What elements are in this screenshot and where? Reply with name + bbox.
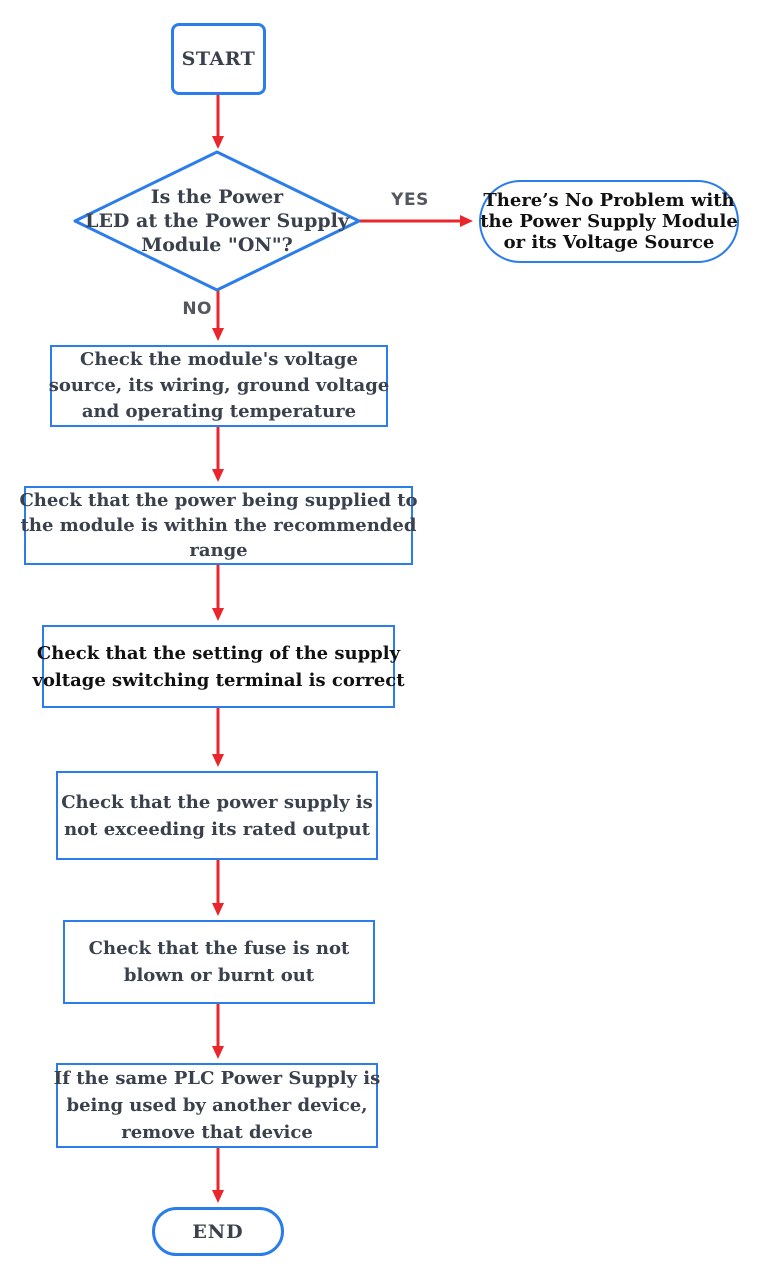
step-node-5: Check that the fuse is not blown or burn…	[63, 920, 375, 1004]
step-node-6: If the same PLC Power Supply is being us…	[53, 1063, 381, 1148]
step-text-line: Check the module's voltage	[80, 349, 358, 370]
end-node: END	[152, 1207, 284, 1256]
step-node-1: Check the module's voltage source, its w…	[48, 345, 390, 427]
step-text-line: If the same PLC Power Supply is	[53, 1068, 381, 1089]
step-text-line: remove that device	[121, 1122, 313, 1143]
decision-diamond-shape	[73, 150, 361, 292]
no-edge-label: NO	[182, 299, 212, 319]
step-text-line: blown or burnt out	[123, 965, 315, 986]
step-node-2: Check that the power being supplied to t…	[19, 486, 418, 565]
yes-edge-label: YES	[391, 190, 429, 210]
step-text-line: Check that the power supply is	[61, 791, 373, 813]
step-text-line: Check that the power being supplied to	[19, 490, 418, 511]
step-node-4: Check that the power supply is not excee…	[56, 771, 378, 860]
step-text-line: Check that the setting of the supply	[36, 642, 401, 664]
step-node-3: Check that the setting of the supply vol…	[32, 625, 405, 708]
decision-text-line: Is the Power	[150, 186, 284, 208]
start-label: START	[181, 48, 256, 70]
step-text-line: being used by another device,	[66, 1095, 368, 1116]
decision-text-line: LED at the Power Supply	[85, 210, 349, 232]
step-text-line: range	[189, 540, 248, 561]
end-label: END	[192, 1220, 244, 1243]
yes-result-node: There’s No Problem with the Power Supply…	[479, 180, 739, 263]
decision-node: Is the Power LED at the Power Supply Mod…	[75, 152, 359, 290]
step-text-line: voltage switching terminal is correct	[32, 669, 405, 691]
result-text-line: or its Voltage Source	[503, 232, 715, 253]
start-node: START	[171, 23, 266, 95]
decision-text-line: Module "ON"?	[141, 234, 293, 256]
result-text-line: the Power Supply Module	[480, 211, 738, 232]
step-text-line: and operating temperature	[81, 401, 357, 422]
result-text-line: There’s No Problem with	[483, 190, 735, 211]
step-text-line: not exceeding its rated output	[64, 818, 370, 840]
step-text-line: Check that the fuse is not	[88, 938, 350, 959]
step-text-line: source, its wiring, ground voltage	[48, 375, 390, 396]
step-text-line: the module is within the recommended	[20, 515, 417, 536]
